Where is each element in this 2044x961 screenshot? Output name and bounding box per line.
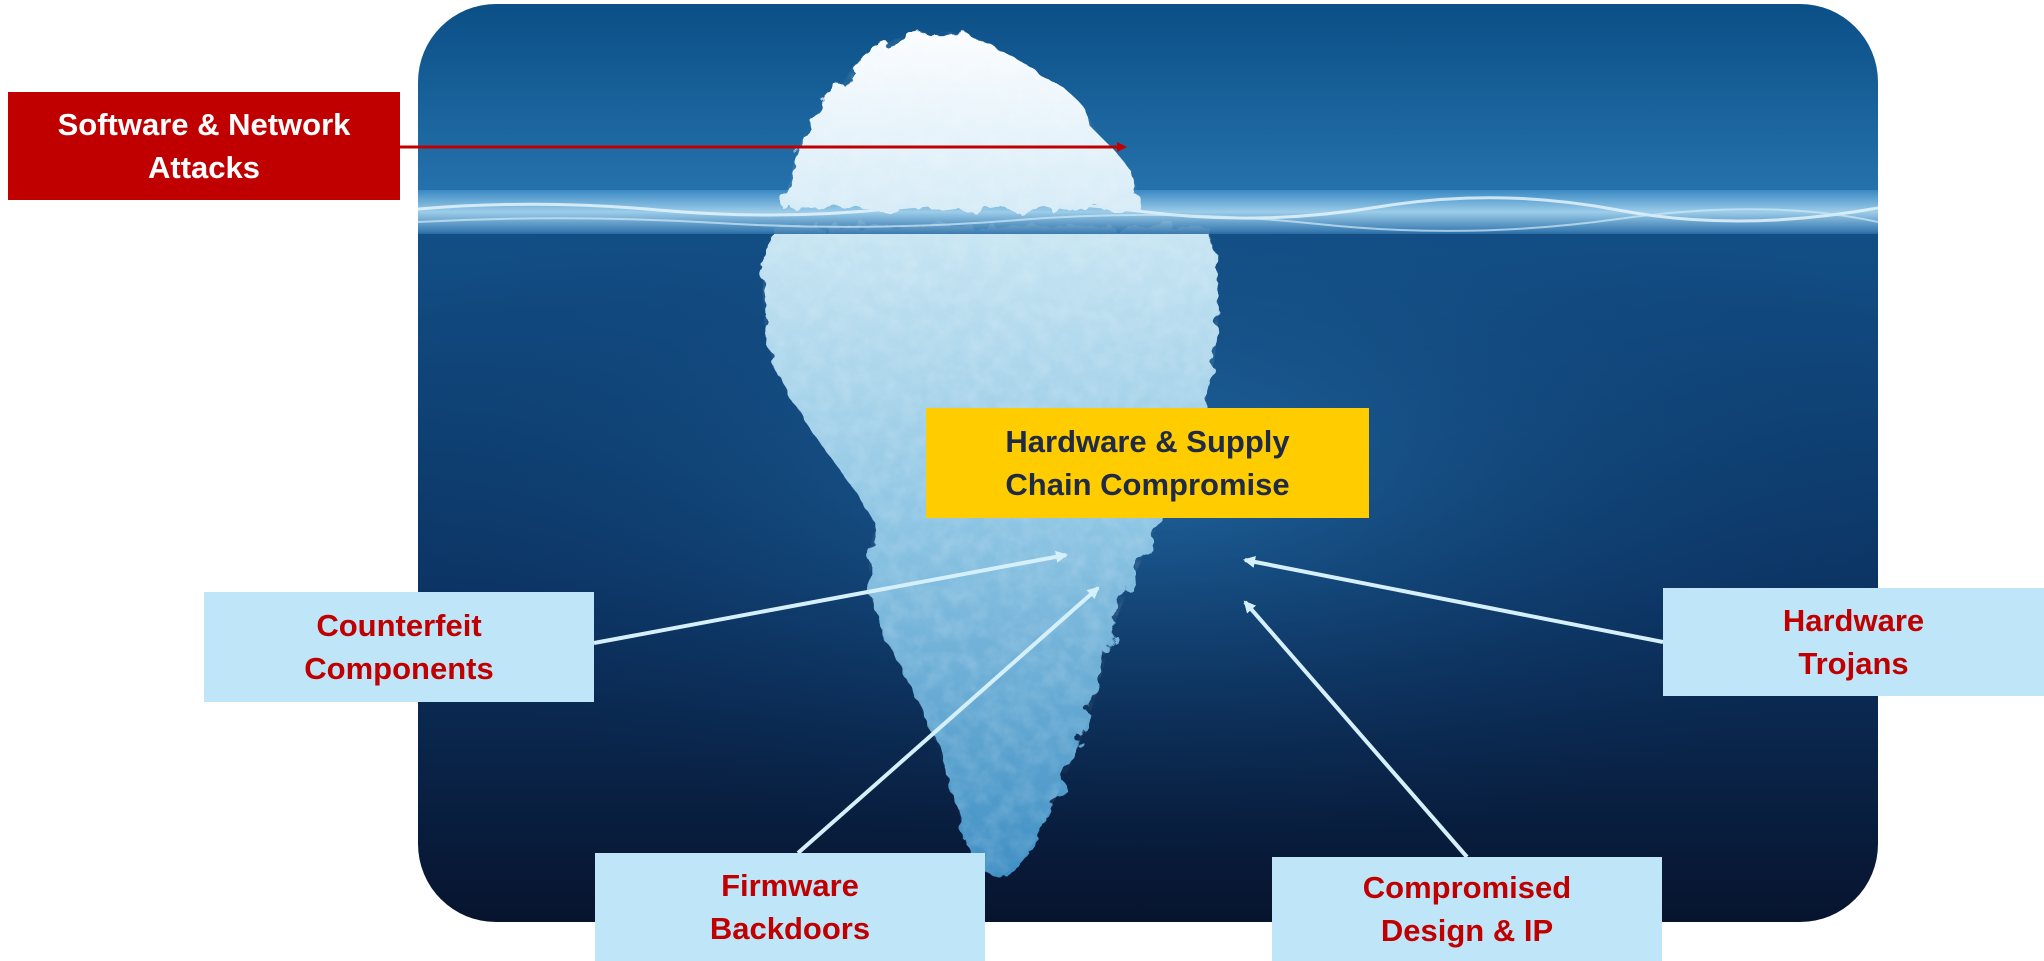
hardware-trojans-label: Hardware Trojans: [1663, 588, 2044, 696]
software-network-attacks-label: Software & Network Attacks: [8, 92, 400, 200]
hardware-supply-chain-label: Hardware & Supply Chain Compromise: [926, 408, 1369, 518]
firmware-backdoors-label: Firmware Backdoors: [595, 853, 985, 961]
counterfeit-components-label: Counterfeit Components: [204, 592, 594, 702]
compromised-design-label: Compromised Design & IP: [1272, 857, 1662, 961]
